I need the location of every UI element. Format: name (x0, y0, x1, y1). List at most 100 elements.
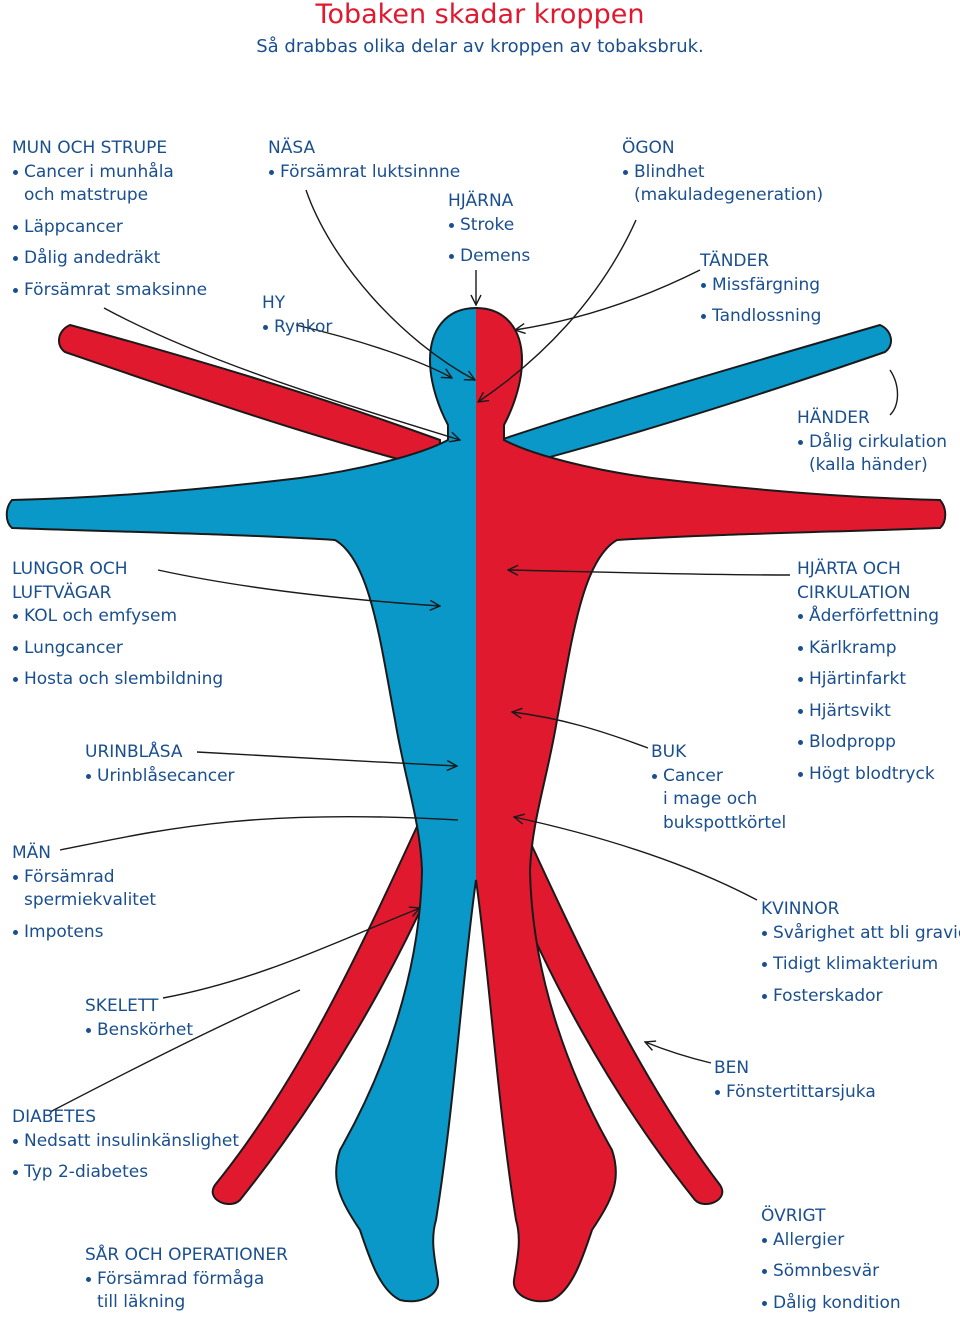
condition-item: Lungcancer (12, 637, 223, 661)
section-heading: HJÄRNA (448, 191, 514, 211)
label-ben: BEN Fönstertittarsjuka (714, 1057, 876, 1104)
condition-item: KOL och emfysem (12, 605, 223, 629)
pointer-hjarta (508, 570, 791, 575)
condition-item: Typ 2-diabetes (12, 1161, 239, 1185)
condition-item: Försämrat smaksinne (12, 279, 207, 303)
condition-item: Nedsatt insulinkänslighet (12, 1130, 239, 1154)
condition-item: Försämrad spermiekvalitet (12, 866, 156, 913)
pointer-urinblasa (196, 751, 457, 766)
section-heading: URINBLÅSA (85, 742, 183, 762)
section-heading: MUN OCH STRUPE (12, 138, 168, 158)
condition-item: Blindhet (makuladegeneration) (622, 161, 823, 208)
pointer-man (59, 815, 459, 851)
page-title: Tobaken skadar kroppen (315, 0, 645, 30)
condition-item: Högt blodtryck (797, 763, 939, 787)
pointer-lungor (157, 569, 440, 606)
section-heading: DIABETES (12, 1107, 97, 1127)
section-heading: ÖVRIGT (761, 1206, 826, 1226)
label-ogon: ÖGON Blindhet (makuladegeneration) (622, 137, 823, 208)
condition-item: Försämrad förmåga till läkning (85, 1268, 288, 1315)
condition-item: Försämrat luktsinnne (268, 161, 460, 185)
condition-item: Rynkor (262, 316, 332, 340)
condition-list: Blindhet (makuladegeneration) (622, 161, 823, 208)
pointer-kvinnor (514, 817, 758, 901)
pointer-nasa (305, 189, 475, 380)
label-urinblasa: URINBLÅSA Urinblåsecancer (85, 741, 235, 788)
condition-list: Försämrad förmåga till läkning (85, 1268, 288, 1315)
section-heading: KVINNOR (761, 899, 840, 919)
section-heading: MÄN (12, 843, 52, 863)
body-silhouette (5, 307, 947, 1303)
condition-item: Missfärgning (700, 274, 821, 298)
section-heading: ÖGON (622, 138, 675, 158)
label-hy: HY Rynkor (262, 292, 332, 339)
condition-item: Cancer i munhåla och matstrupe (12, 161, 207, 208)
label-sar: SÅR OCH OPERATIONER Försämrad förmåga til… (85, 1244, 288, 1315)
condition-item: Fönstertittarsjuka (714, 1081, 876, 1105)
condition-list: Försämrat luktsinnne (268, 161, 460, 185)
condition-item: Dålig cirkulation (kalla händer) (797, 431, 947, 478)
condition-list: Dålig cirkulation (kalla händer) (797, 431, 947, 478)
condition-item: Tandlossning (700, 305, 821, 329)
pointer-hy (295, 324, 452, 378)
section-heading: SÅR OCH OPERATIONER (85, 1245, 288, 1265)
condition-item: Hosta och slembildning (12, 668, 223, 692)
section-heading: HY (262, 293, 286, 313)
condition-item: Läppcancer (12, 216, 207, 240)
condition-item: Blodpropp (797, 731, 939, 755)
label-nasa: NÄSA Försämrat luktsinnne (268, 137, 460, 184)
section-heading: HJÄRTA OCH CIRKULATION (797, 559, 911, 603)
condition-item: Fosterskador (761, 985, 960, 1009)
pointer-diabetes (49, 989, 301, 1113)
spread-legs (211, 818, 724, 1205)
condition-item: Tidigt klimakterium (761, 953, 960, 977)
condition-item: Dålig kondition (761, 1292, 901, 1316)
condition-item: Stroke (448, 214, 530, 238)
condition-item: Hjärtsvikt (797, 700, 939, 724)
pointer-hander (889, 369, 899, 416)
condition-item: Urinblåsecancer (85, 765, 235, 789)
condition-item: Impotens (12, 921, 156, 945)
section-heading: NÄSA (268, 138, 316, 158)
pointer-buk (512, 712, 649, 749)
label-skelett: SKELETT Benskörhet (85, 995, 193, 1042)
section-heading: TÄNDER (700, 251, 770, 271)
condition-item: Benskörhet (85, 1019, 193, 1043)
section-heading: BUK (651, 742, 687, 762)
condition-list: Benskörhet (85, 1019, 193, 1043)
condition-item: Hjärtinfarkt (797, 668, 939, 692)
condition-list: Urinblåsecancer (85, 765, 235, 789)
pointer-skelett (162, 908, 420, 999)
pointer-ogon (478, 219, 637, 402)
condition-item: Demens (448, 245, 530, 269)
condition-item: Kärlkramp (797, 637, 939, 661)
section-heading: BEN (714, 1058, 750, 1078)
condition-item: Sömnbesvär (761, 1260, 901, 1284)
condition-list: Rynkor (262, 316, 332, 340)
pointer-ben (645, 1042, 712, 1064)
condition-item: Svårighet att bli gravid (761, 922, 960, 946)
pointer-mun (103, 307, 460, 440)
section-heading: SKELETT (85, 996, 159, 1016)
condition-item: Allergier (761, 1229, 901, 1253)
pointer-tander (515, 269, 701, 330)
